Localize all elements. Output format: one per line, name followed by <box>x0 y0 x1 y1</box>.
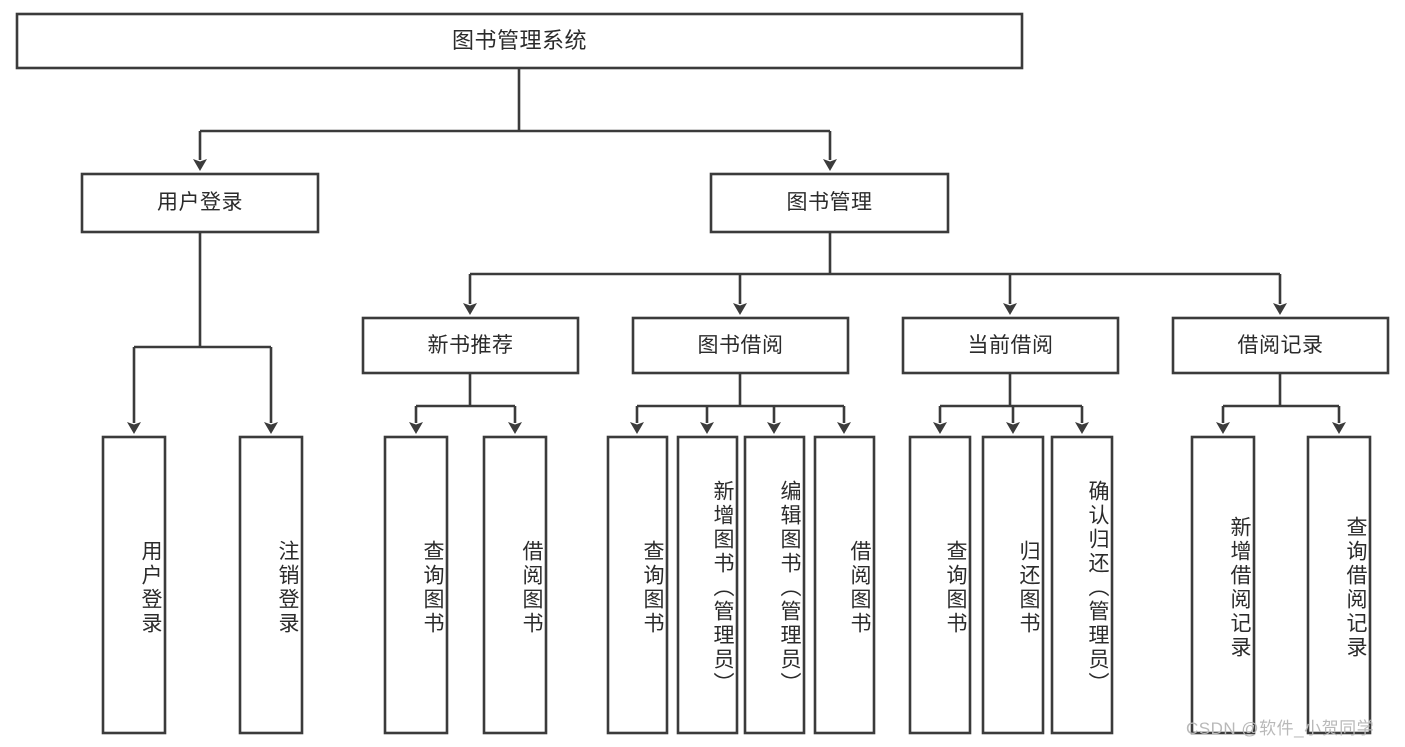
node-box-root[interactable] <box>15 12 1024 70</box>
node-box-leaf-edit-book[interactable] <box>743 435 806 735</box>
csdn-watermark: CSDN @软件_小贺同学 <box>1186 719 1375 738</box>
node-box-leaf-user-login[interactable] <box>101 435 167 735</box>
node-box-book-borrow[interactable] <box>631 316 850 375</box>
node-box-user-login[interactable] <box>80 172 320 234</box>
node-box-borrow-record[interactable] <box>1171 316 1390 375</box>
node-box-leaf-query-book-1[interactable] <box>383 435 449 735</box>
node-box-leaf-user-logout[interactable] <box>238 435 304 735</box>
node-box-book-manage[interactable] <box>709 172 950 234</box>
node-box-leaf-add-book[interactable] <box>676 435 739 735</box>
node-box-leaf-confirm-return[interactable] <box>1050 435 1114 735</box>
node-box-new-book-recommend[interactable] <box>361 316 580 375</box>
node-box-leaf-query-book-2[interactable] <box>606 435 669 735</box>
node-box-leaf-query-record[interactable] <box>1306 435 1372 735</box>
node-box-current-borrow[interactable] <box>901 316 1120 375</box>
node-box-leaf-add-record[interactable] <box>1190 435 1256 735</box>
node-box-leaf-borrow-book-2[interactable] <box>813 435 876 735</box>
node-box-leaf-return-book[interactable] <box>981 435 1045 735</box>
node-box-leaf-borrow-book-1[interactable] <box>482 435 548 735</box>
node-box-leaf-query-book-3[interactable] <box>908 435 972 735</box>
